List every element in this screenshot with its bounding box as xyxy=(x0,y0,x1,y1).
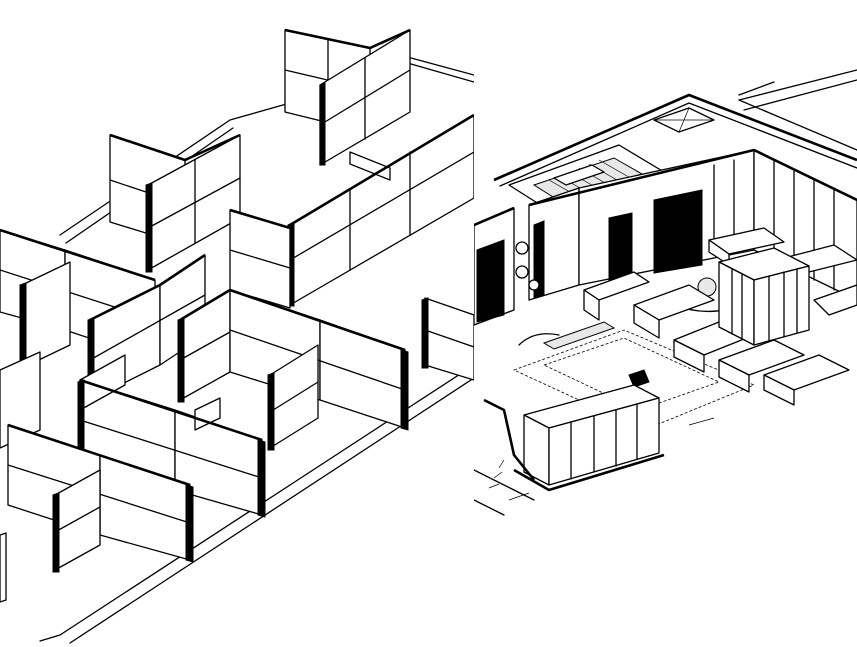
partition-right-wall xyxy=(287,113,474,307)
restroom-fixtures xyxy=(515,241,540,291)
office-floor-plan-view xyxy=(474,0,857,647)
cubicle-drawing xyxy=(0,28,474,644)
floor-plan-drawing xyxy=(474,69,857,516)
central-cabinets xyxy=(718,247,810,346)
partition-center xyxy=(229,208,291,309)
partition-right-small xyxy=(421,297,474,381)
cubicle-workstations-view xyxy=(0,28,474,644)
floor-plan-markings xyxy=(512,277,756,431)
plan-annotations xyxy=(508,81,775,501)
front-cabinets xyxy=(513,384,665,492)
cubicle-center xyxy=(177,288,409,451)
partition-back-top xyxy=(284,28,411,166)
entry-wall xyxy=(474,398,536,516)
building-outline xyxy=(493,69,857,187)
workstation-desks xyxy=(583,227,857,406)
elevator-room xyxy=(653,107,715,133)
cubicle-lower-left xyxy=(0,351,266,603)
partition-middle-back xyxy=(109,133,241,273)
